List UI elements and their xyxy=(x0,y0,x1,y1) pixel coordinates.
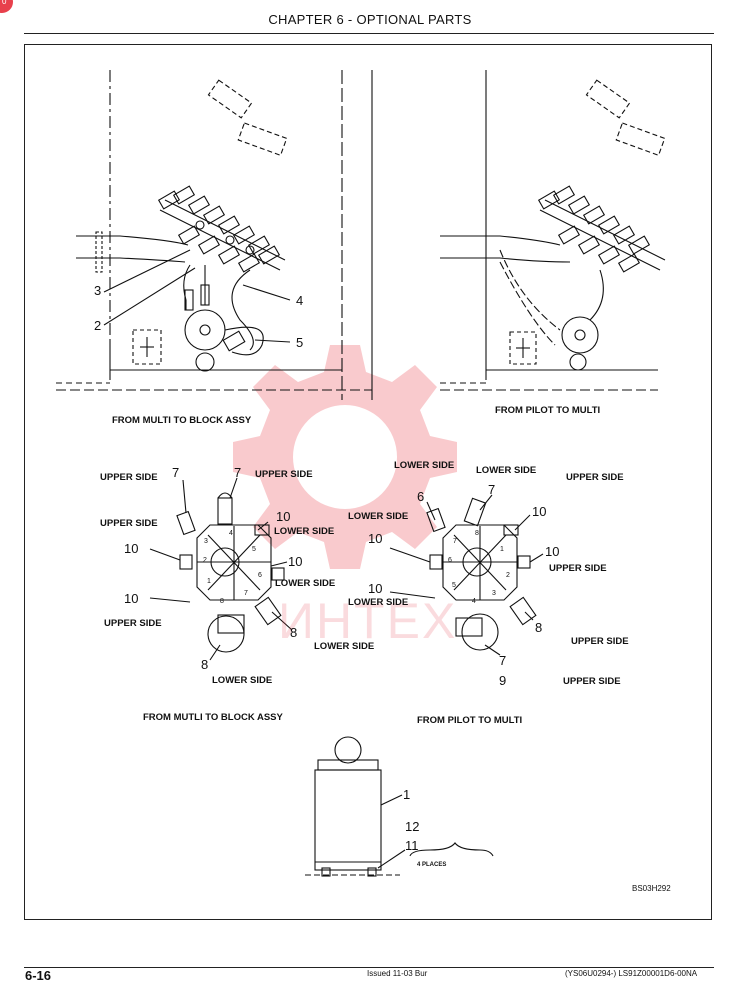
label-lower-side: LOWER SIDE xyxy=(212,675,273,686)
callout-10: 10 xyxy=(288,554,303,569)
caption-top-right: FROM PILOT TO MULTI xyxy=(495,405,601,416)
callout-4: 4 xyxy=(296,293,304,308)
port-7: 7 xyxy=(244,590,248,597)
callout-3: 3 xyxy=(94,283,102,298)
top-right-assembly xyxy=(440,70,666,391)
port-5: 5 xyxy=(252,546,256,553)
port-8: 8 xyxy=(220,598,224,605)
port-5: 5 xyxy=(452,582,456,589)
port-1: 1 xyxy=(500,546,504,553)
chapter-title: CHAPTER 6 - OPTIONAL PARTS xyxy=(268,12,472,27)
valve-bank-right xyxy=(537,185,666,273)
label-upper-side: UPPER SIDE xyxy=(571,636,629,647)
corner-badge: 0 xyxy=(0,0,13,13)
port-4: 4 xyxy=(229,530,233,537)
label-lower-side: LOWER SIDE xyxy=(476,465,537,476)
port-1: 1 xyxy=(207,578,211,585)
port-6: 6 xyxy=(448,557,452,564)
callout-7: 7 xyxy=(499,653,507,668)
tank-assembly xyxy=(305,736,494,877)
label-upper-side: UPPER SIDE xyxy=(255,469,313,480)
callout-8: 8 xyxy=(290,625,298,640)
callout-8: 8 xyxy=(201,657,209,672)
port-2: 2 xyxy=(506,572,510,579)
callout-10: 10 xyxy=(545,544,560,559)
label-upper-side: UPPER SIDE xyxy=(563,676,621,687)
watermark-text: ИНТЕХ xyxy=(278,593,458,649)
label-upper-side: UPPER SIDE xyxy=(549,563,607,574)
caption-mid-left: FROM MUTLI TO BLOCK ASSY xyxy=(143,712,283,723)
callout-10: 10 xyxy=(368,531,383,546)
valve-bank-left xyxy=(157,185,286,273)
places-note: 4 PLACES xyxy=(417,862,447,868)
callout-7: 7 xyxy=(488,482,496,497)
callout-12: 12 xyxy=(405,819,420,834)
page-number: 6-16 xyxy=(25,968,52,983)
port-8: 8 xyxy=(475,530,479,537)
callout-10: 10 xyxy=(368,581,383,596)
figure-frame xyxy=(24,44,712,920)
callout-11: 11 xyxy=(405,838,419,853)
port-7: 7 xyxy=(453,538,457,545)
label-lower-side: LOWER SIDE xyxy=(274,526,335,537)
callout-1: 1 xyxy=(403,787,411,802)
block-diagram-left xyxy=(149,477,293,661)
block-diagram-right xyxy=(389,494,544,656)
caption-mid-right: FROM PILOT TO MULTI xyxy=(417,715,523,726)
callout-6: 6 xyxy=(417,489,425,504)
port-3: 3 xyxy=(492,590,496,597)
label-lower-side: LOWER SIDE xyxy=(394,460,455,471)
drawing-id: BS03H292 xyxy=(632,884,671,893)
top-left-assembly xyxy=(56,70,373,400)
label-lower-side: LOWER SIDE xyxy=(348,511,409,522)
callout-10: 10 xyxy=(124,541,139,556)
callout-2: 2 xyxy=(94,318,102,333)
callout-8: 8 xyxy=(535,620,543,635)
label-upper-side: UPPER SIDE xyxy=(566,472,624,483)
port-3: 3 xyxy=(204,538,208,545)
callout-10: 10 xyxy=(276,509,291,524)
issue-date: Issued 11-03 Bur xyxy=(367,969,428,978)
label-lower-side: LOWER SIDE xyxy=(348,597,409,608)
watermark-gear xyxy=(233,345,457,569)
label-upper-side: UPPER SIDE xyxy=(100,518,158,529)
callout-5: 5 xyxy=(296,335,304,350)
footer-rule xyxy=(24,967,714,968)
label-upper-side: UPPER SIDE xyxy=(100,472,158,483)
callout-7: 7 xyxy=(234,465,242,480)
callout-10: 10 xyxy=(532,504,547,519)
callout-9: 9 xyxy=(499,673,507,688)
header-rule xyxy=(24,33,714,34)
callout-10: 10 xyxy=(124,591,139,606)
label-lower-side: LOWER SIDE xyxy=(275,578,336,589)
port-2: 2 xyxy=(203,557,207,564)
port-4: 4 xyxy=(472,598,476,605)
port-6: 6 xyxy=(258,572,262,579)
callout-7: 7 xyxy=(172,465,180,480)
caption-top-left: FROM MULTI TO BLOCK ASSY xyxy=(112,415,252,426)
document-code: (YS06U0294-) LS91Z00001D6-00NA xyxy=(565,969,698,978)
label-upper-side: UPPER SIDE xyxy=(104,618,162,629)
label-lower-side: LOWER SIDE xyxy=(314,641,375,652)
